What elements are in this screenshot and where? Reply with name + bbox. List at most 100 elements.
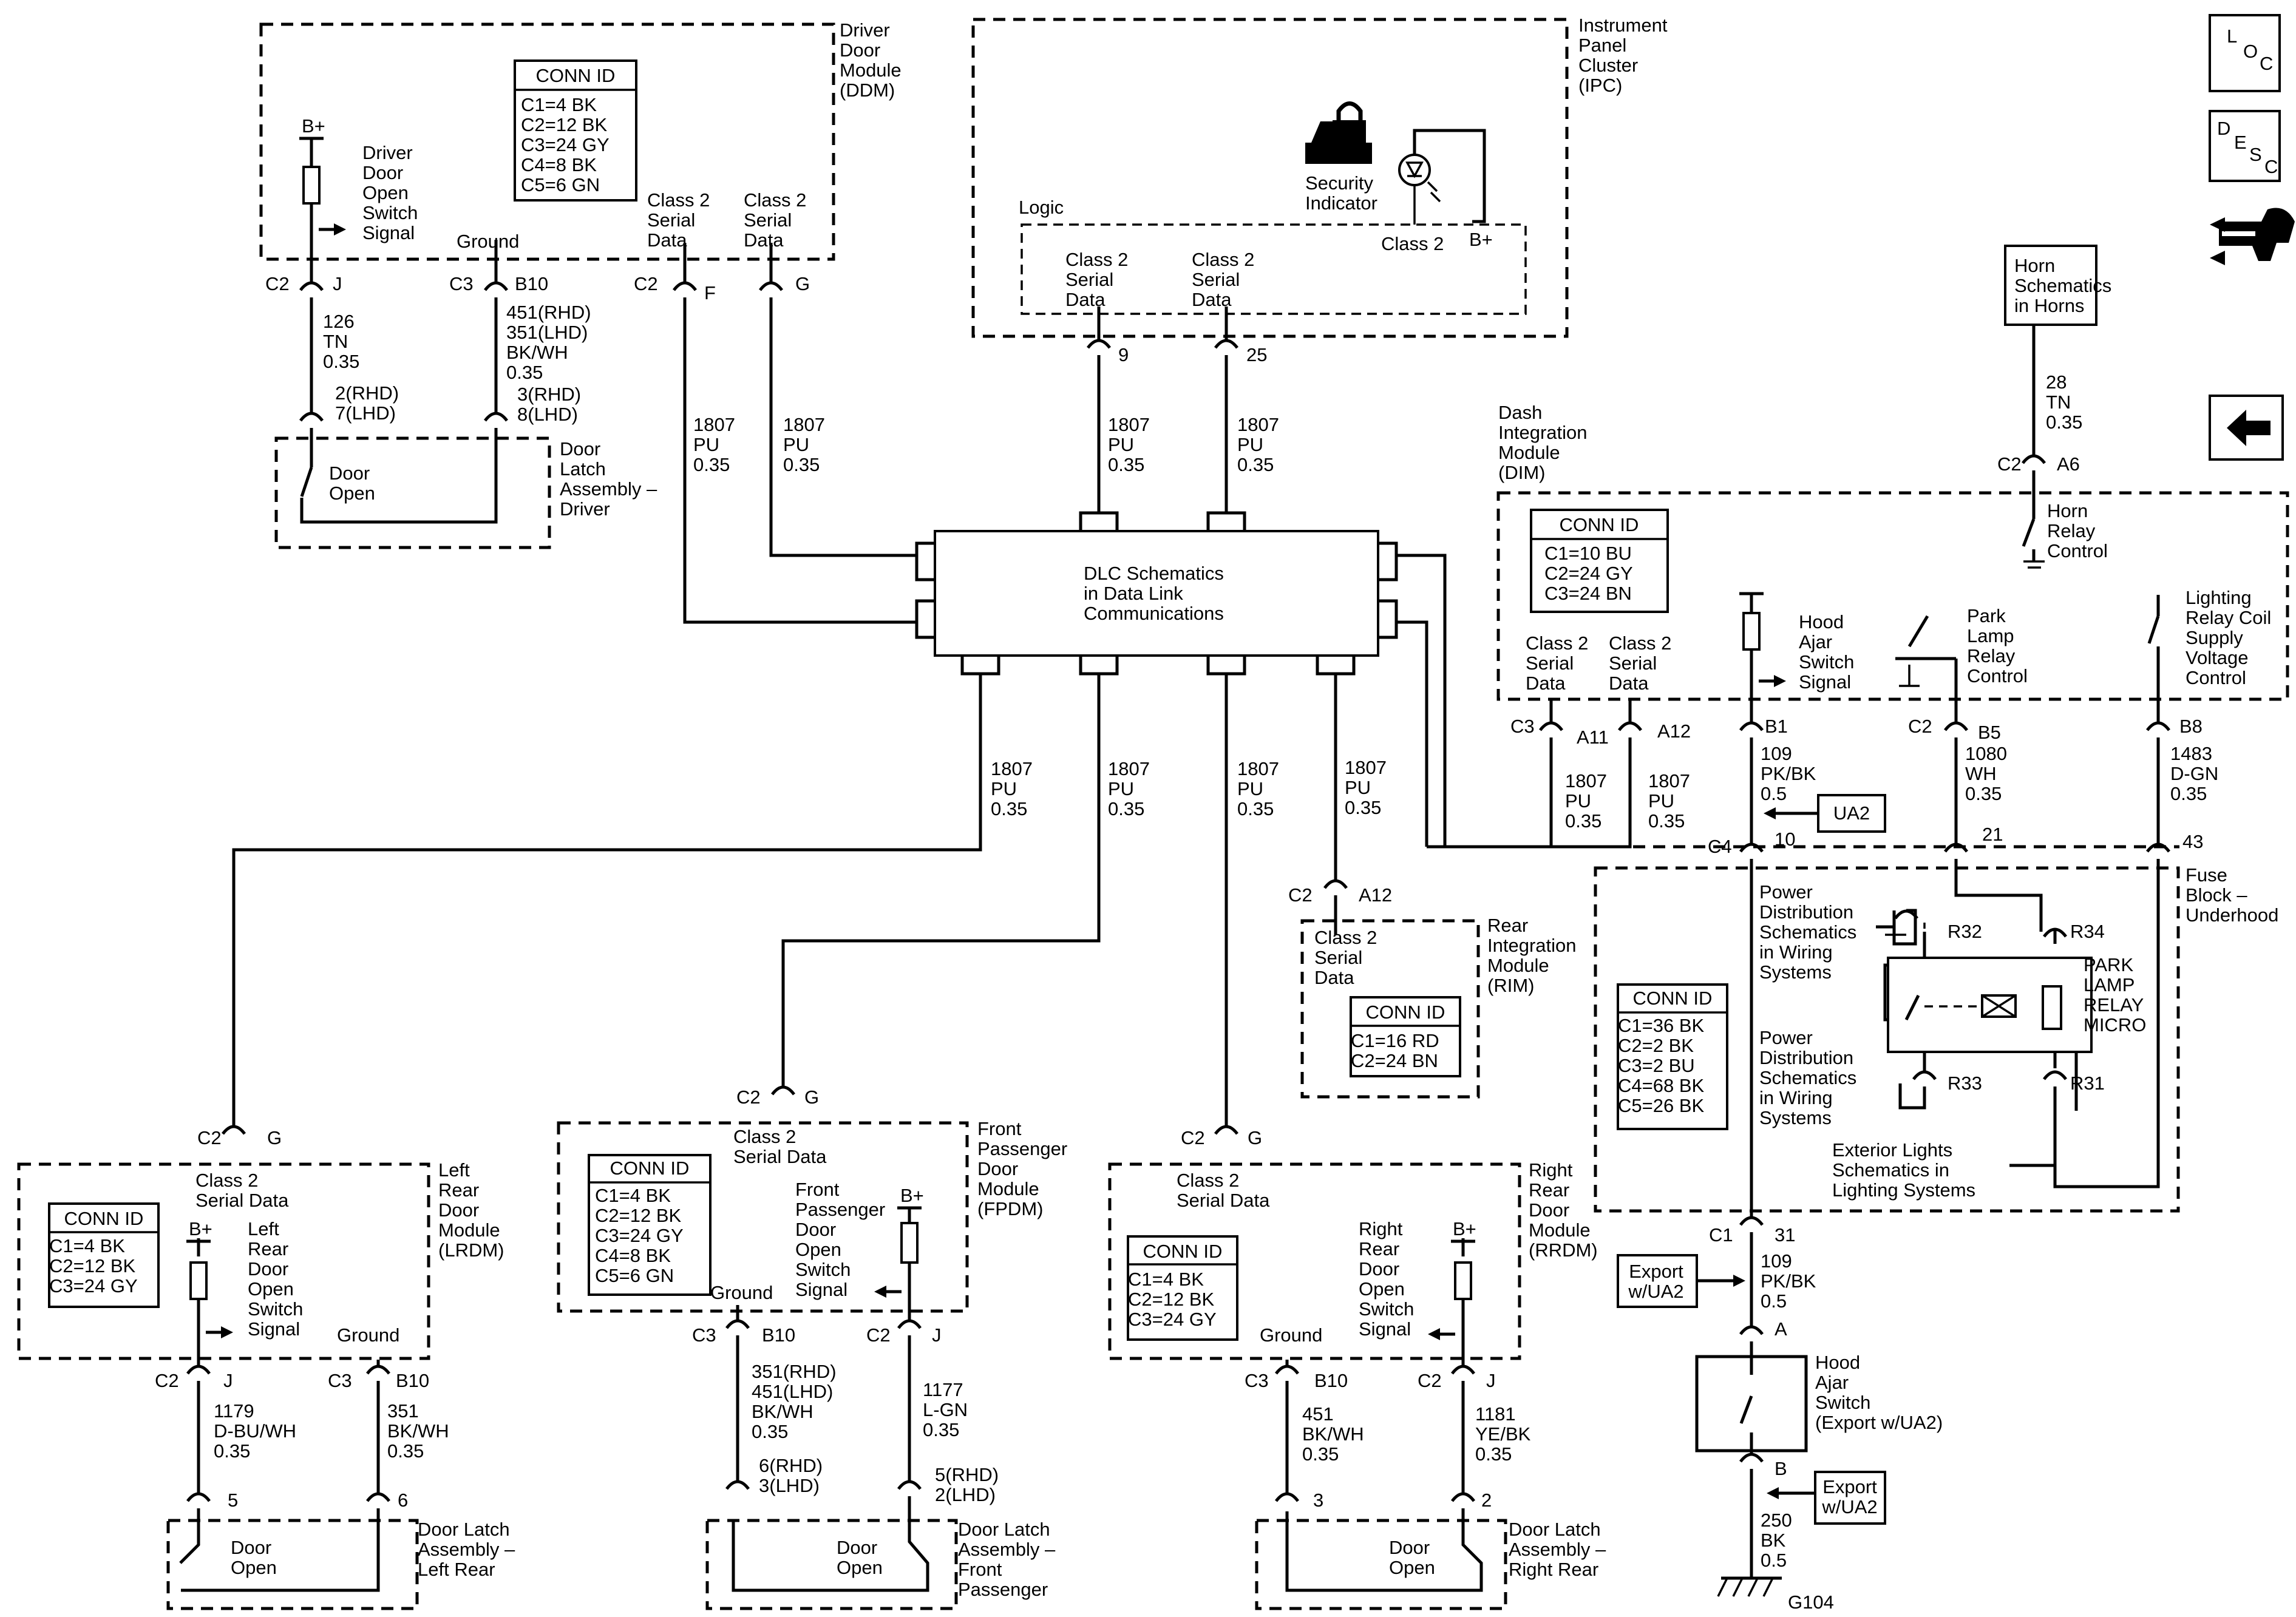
ddm-pin-b10: B10 xyxy=(515,273,548,294)
conn-id-fpdm xyxy=(588,1154,712,1296)
desc-letter-s: S xyxy=(2249,144,2262,165)
dim-pin-a12: A12 xyxy=(1657,720,1691,742)
ddm-pin-g: G xyxy=(795,273,810,294)
fuse-r33: R33 xyxy=(1948,1073,1982,1094)
ipc-pin-25: 25 xyxy=(1246,344,1267,365)
ipc-bplus-label: B+ xyxy=(1469,229,1493,250)
fuse-pin-31: 31 xyxy=(1775,1224,1795,1246)
rr-latch-pin-3: 3 xyxy=(1313,1490,1323,1511)
fuse-r34: R34 xyxy=(2070,921,2105,942)
latch-rr-outline xyxy=(1255,1519,1507,1610)
ddm-ground-label: Ground xyxy=(457,231,519,252)
conn-id-title-lrdm: CONN ID xyxy=(64,1208,144,1229)
lrdm-c2: C2 xyxy=(197,1127,222,1148)
desc-button[interactable] xyxy=(2209,110,2281,182)
fuse-r32: R32 xyxy=(1948,921,1982,942)
fpdm-outline xyxy=(557,1121,969,1313)
dim-c3: C3 xyxy=(1510,716,1535,737)
connector-views-icon[interactable] xyxy=(2210,208,2295,266)
hood-pin-a: A xyxy=(1775,1318,1787,1340)
back-arrow-button[interactable] xyxy=(2209,395,2284,461)
conn-id-title-ddm: CONN ID xyxy=(536,65,616,86)
fpdm-c2-j: C2 xyxy=(866,1324,891,1346)
conn-id-fuse xyxy=(1617,983,1728,1130)
fpdm-pin-b10: B10 xyxy=(762,1324,795,1346)
loc-button[interactable] xyxy=(2209,14,2281,92)
g104-label: G104 xyxy=(1788,1592,1834,1613)
dim-pin-b1: B1 xyxy=(1765,716,1788,737)
drv-latch-pins: 2(RHD)7(LHD) xyxy=(335,382,399,424)
dim-pin-a11: A11 xyxy=(1577,727,1609,748)
rr-latch-pin-2: 2 xyxy=(1481,1490,1492,1511)
lrdm-ground-label: Ground xyxy=(337,1324,399,1346)
lrdm-bplus-label: B+ xyxy=(189,1218,212,1239)
ddm-outline xyxy=(259,22,835,261)
loc-letter-o: O xyxy=(2243,41,2258,62)
fpdm-pin-j: J xyxy=(932,1324,942,1346)
conn-id-rim xyxy=(1350,996,1461,1077)
rrdm-pin-j: J xyxy=(1486,1370,1496,1391)
dim-outline xyxy=(1496,491,2289,701)
fpdm-pin-g: G xyxy=(804,1086,819,1108)
conn-id-title-dim: CONN ID xyxy=(1560,514,1639,535)
left-arrow-icon xyxy=(2227,410,2271,446)
ddm-c2-j: C2 xyxy=(265,273,290,294)
security-indicator-led-icon xyxy=(1398,129,1486,225)
export-ua2-box-2 xyxy=(1814,1471,1886,1525)
latch-driver-outline xyxy=(274,436,551,549)
rrdm-pin-b10: B10 xyxy=(1314,1370,1348,1391)
fp-latch-pins: 5(RHD)2(LHD) xyxy=(935,1464,999,1505)
fpdm-bplus-label: B+ xyxy=(900,1185,924,1206)
rim-c2: C2 xyxy=(1288,884,1313,906)
conn-id-title-fuse: CONN ID xyxy=(1633,988,1713,1009)
lrdm-c3: C3 xyxy=(328,1370,352,1391)
desc-letter-e: E xyxy=(2234,132,2247,153)
lr-latch-pin-6: 6 xyxy=(398,1490,408,1511)
ddm-bplus-label: B+ xyxy=(302,115,325,137)
conn-id-lrdm xyxy=(48,1202,160,1308)
drv-latch-gnd: 3(RHD)8(LHD) xyxy=(517,384,581,425)
lrdm-outline xyxy=(17,1162,430,1360)
ipc-logic-outline xyxy=(1021,223,1527,315)
conn-id-ddm xyxy=(514,59,637,202)
desc-letter-c: C xyxy=(2264,156,2278,177)
fp-latch-gnd: 6(RHD)3(LHD) xyxy=(759,1455,823,1496)
